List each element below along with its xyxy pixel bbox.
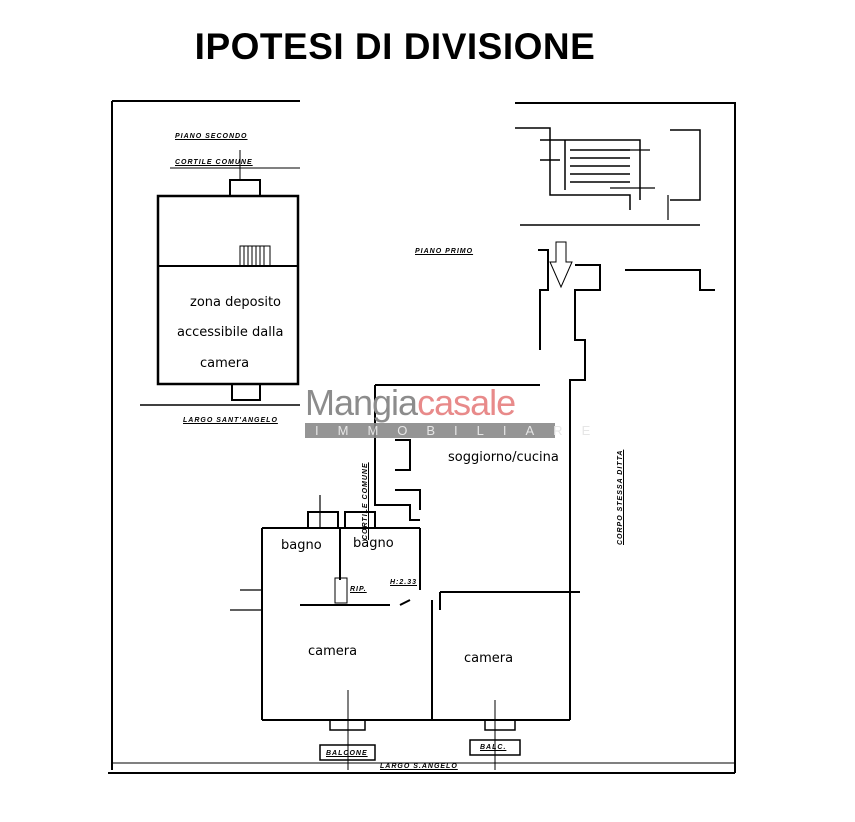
bathroom-walls — [261, 527, 580, 721]
watermark-brand-2: casale — [417, 382, 516, 423]
room-label-soggiorno: soggiorno/cucina — [448, 450, 559, 465]
room-label-zona-deposito-3: camera — [200, 356, 250, 371]
room-label-bagno-2: bagno — [353, 536, 394, 551]
watermark-brand-1: Mangia — [305, 382, 418, 423]
first-floor-walls — [538, 249, 715, 720]
page-title: IPOTESI DI DIVISIONE — [194, 26, 596, 67]
label-corpo-stessa-ditta: CORPO STESSA DITTA — [617, 449, 624, 545]
label-largo-s-angelo-bottom: LARGO S.ANGELO — [380, 763, 458, 770]
label-balc: BALC. — [480, 744, 507, 751]
room-label-camera-left: camera — [308, 644, 358, 659]
label-rip: RIP. — [350, 586, 367, 593]
label-cortile-comune-side: CORTILE COMUNE — [362, 462, 369, 540]
label-piano-secondo: PIANO SECONDO — [175, 133, 248, 140]
label-piano-primo: PIANO PRIMO — [415, 248, 474, 255]
label-height: H:2.33 — [390, 579, 418, 586]
room-label-bagno-1: bagno — [281, 538, 322, 553]
second-floor-room — [156, 194, 300, 386]
label-largo-sant-angelo-top: LARGO SANT'ANGELO — [183, 417, 278, 424]
entrance-arrow-icon — [549, 241, 573, 289]
watermark-logo: Mangiacasale IMMOBILIARE — [305, 382, 590, 438]
sheet-border — [108, 100, 736, 774]
room-label-camera-right: camera — [464, 651, 514, 666]
watermark-subtitle: IMMOBILIARE — [305, 423, 590, 438]
room-label-zona-deposito: zona deposito — [190, 295, 282, 310]
label-cortile-comune-top: CORTILE COMUNE — [175, 159, 253, 166]
label-balcone: BALCONE — [326, 750, 368, 757]
room-label-zona-deposito-2: accessibile dalla — [177, 325, 284, 340]
